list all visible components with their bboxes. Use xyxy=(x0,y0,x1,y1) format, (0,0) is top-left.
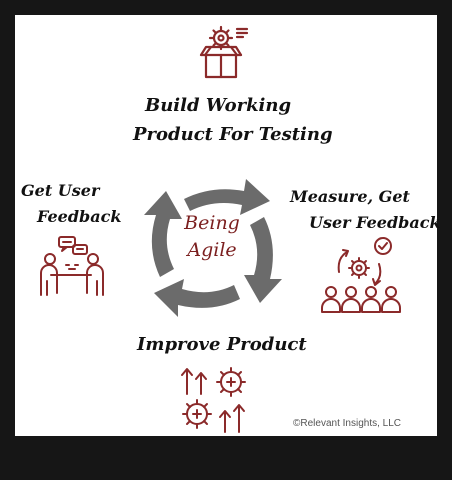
diagram-card: Build Working Product For Testing Get Us… xyxy=(15,15,441,436)
step-build-label-2: Product For Testing xyxy=(133,124,333,145)
cycle-arrow-bottom xyxy=(154,279,240,317)
cycle-arrow-top xyxy=(184,179,270,215)
center-label-2: Agile xyxy=(187,239,237,261)
step-build-label-1: Build Working xyxy=(145,95,292,116)
step-improve-label: Improve Product xyxy=(137,334,307,355)
cycle-arrows xyxy=(144,179,282,317)
gears-with-up-arrows-icon xyxy=(181,367,246,433)
team-with-gear-cycle-icon xyxy=(321,237,401,313)
people-meeting-icon xyxy=(40,236,104,296)
step-get-feedback-label-1: Get User xyxy=(21,181,100,200)
step-get-feedback-label-2: Feedback xyxy=(37,207,122,226)
cycle-arrow-left xyxy=(144,191,182,277)
cycle-arrow-right xyxy=(244,217,282,303)
center-label-1: Being xyxy=(184,212,240,234)
box-with-gear-icon xyxy=(199,25,249,79)
step-measure-label-1: Measure, Get xyxy=(290,187,410,206)
credit-text: ©Relevant Insights, LLC xyxy=(293,418,401,429)
step-measure-label-2: User Feedback xyxy=(309,213,441,232)
